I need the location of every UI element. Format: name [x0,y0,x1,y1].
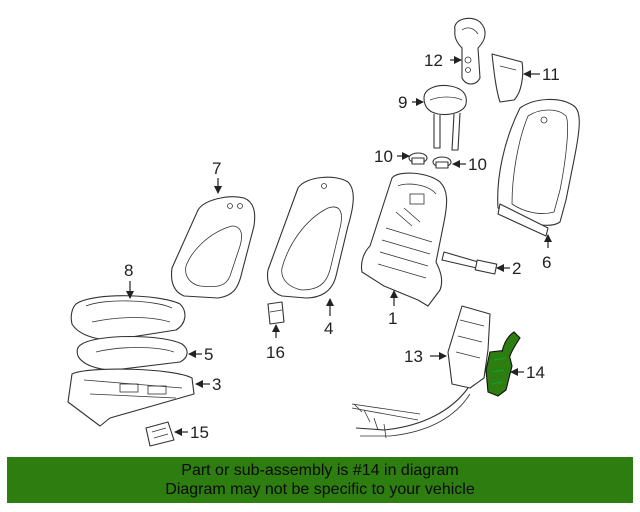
callout-12: 12 [424,51,443,70]
part-8-seat-cover [70,295,186,341]
callout-9: 9 [398,93,407,112]
callout-4: 4 [324,319,333,338]
callout-6: 6 [542,253,551,272]
callout-10-right: 10 [468,155,487,174]
part-12-headrest-guide [454,17,486,85]
callout-16: 16 [266,343,285,362]
callout-1: 1 [388,309,397,328]
callout-3: 3 [212,375,221,394]
leader-lines [126,56,552,436]
part-6-back-panel [497,98,580,237]
part-7-seatback-cover [170,196,256,299]
part-15-switch [145,421,175,447]
banner-line-1: Part or sub-assembly is #14 in diagram [181,462,459,479]
part-1-seatback-frame [360,172,448,307]
part-2-recliner-rod [441,251,498,275]
callout-13: 13 [404,347,423,366]
callout-15: 15 [190,423,209,442]
banner-line-2: Diagram may not be specific to your vehi… [165,481,475,498]
part-4-seatback-pad [266,176,354,299]
part-5-cushion-pad [76,336,188,371]
part-13-side-module [351,305,491,439]
callout-11: 11 [542,65,560,84]
part-14-highlighted [485,331,521,397]
callout-10-left: 10 [374,147,393,166]
callout-5: 5 [204,345,213,364]
callout-8: 8 [124,261,133,280]
part-10-guide-sleeves [408,152,452,169]
part-11-back-cover [491,53,524,103]
info-banner: Part or sub-assembly is #14 in diagram D… [7,457,633,503]
part-3-cushion-frame [67,368,195,427]
seat-parts-diagram: 12 11 9 10 10 7 2 6 8 1 4 16 5 3 13 14 1… [67,17,580,447]
callout-2: 2 [512,259,521,278]
part-9-headrest [423,84,467,151]
callout-7: 7 [212,159,221,178]
callout-14: 14 [526,363,545,382]
part-16-clip [267,301,285,325]
